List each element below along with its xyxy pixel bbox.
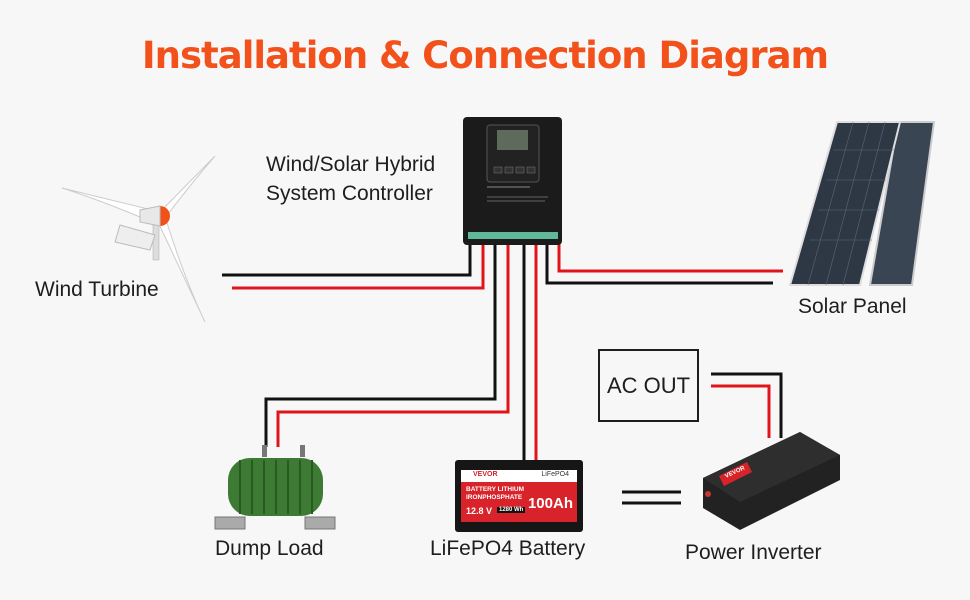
wires <box>222 244 783 505</box>
hybrid-controller-image <box>463 117 562 245</box>
battery-line1: BATTERY LITHIUM <box>466 486 525 493</box>
solar-panel-label: Solar Panel <box>798 295 907 318</box>
wind-turbine-label: Wind Turbine <box>35 278 159 301</box>
lifepo4-battery-image: VEVOR LiFePO4 BATTERY LITHIUM IRONPHOSPH… <box>455 460 583 532</box>
ac-out-box: AC OUT <box>598 349 699 422</box>
diagram-title: Installation & Connection Diagram <box>141 34 829 77</box>
dump-negative-wire <box>264 244 497 447</box>
ac-negative-wire <box>711 372 783 438</box>
controller-label-line2: System Controller <box>266 182 433 205</box>
dump-load-image <box>214 445 336 530</box>
battery-chemistry: LiFePO4 <box>541 471 569 478</box>
battery-label: LiFePO4 Battery <box>430 537 586 560</box>
inverter-label: Power Inverter <box>685 541 822 564</box>
power-inverter-image: VEVOR <box>703 432 840 530</box>
battery-voltage: 12.8 V <box>466 506 493 516</box>
wind-negative-wire <box>222 244 472 277</box>
solar-panel-image <box>788 121 936 286</box>
battery-brand: VEVOR <box>473 471 498 478</box>
battery-line2: IRONPHOSPHATE <box>466 494 523 501</box>
ac-positive-wire <box>711 384 771 438</box>
solar-negative-wire <box>545 244 773 285</box>
battery-capacity: 100Ah <box>527 495 573 512</box>
wind-turbine-image <box>61 155 216 323</box>
wind-positive-wire <box>232 244 485 290</box>
battery-energy: 1280 Wh <box>497 507 526 513</box>
controller-label-line1: Wind/Solar Hybrid <box>266 153 436 176</box>
dump-positive-wire <box>276 244 510 447</box>
dump-load-label: Dump Load <box>215 537 324 560</box>
solar-positive-wire <box>557 244 783 273</box>
